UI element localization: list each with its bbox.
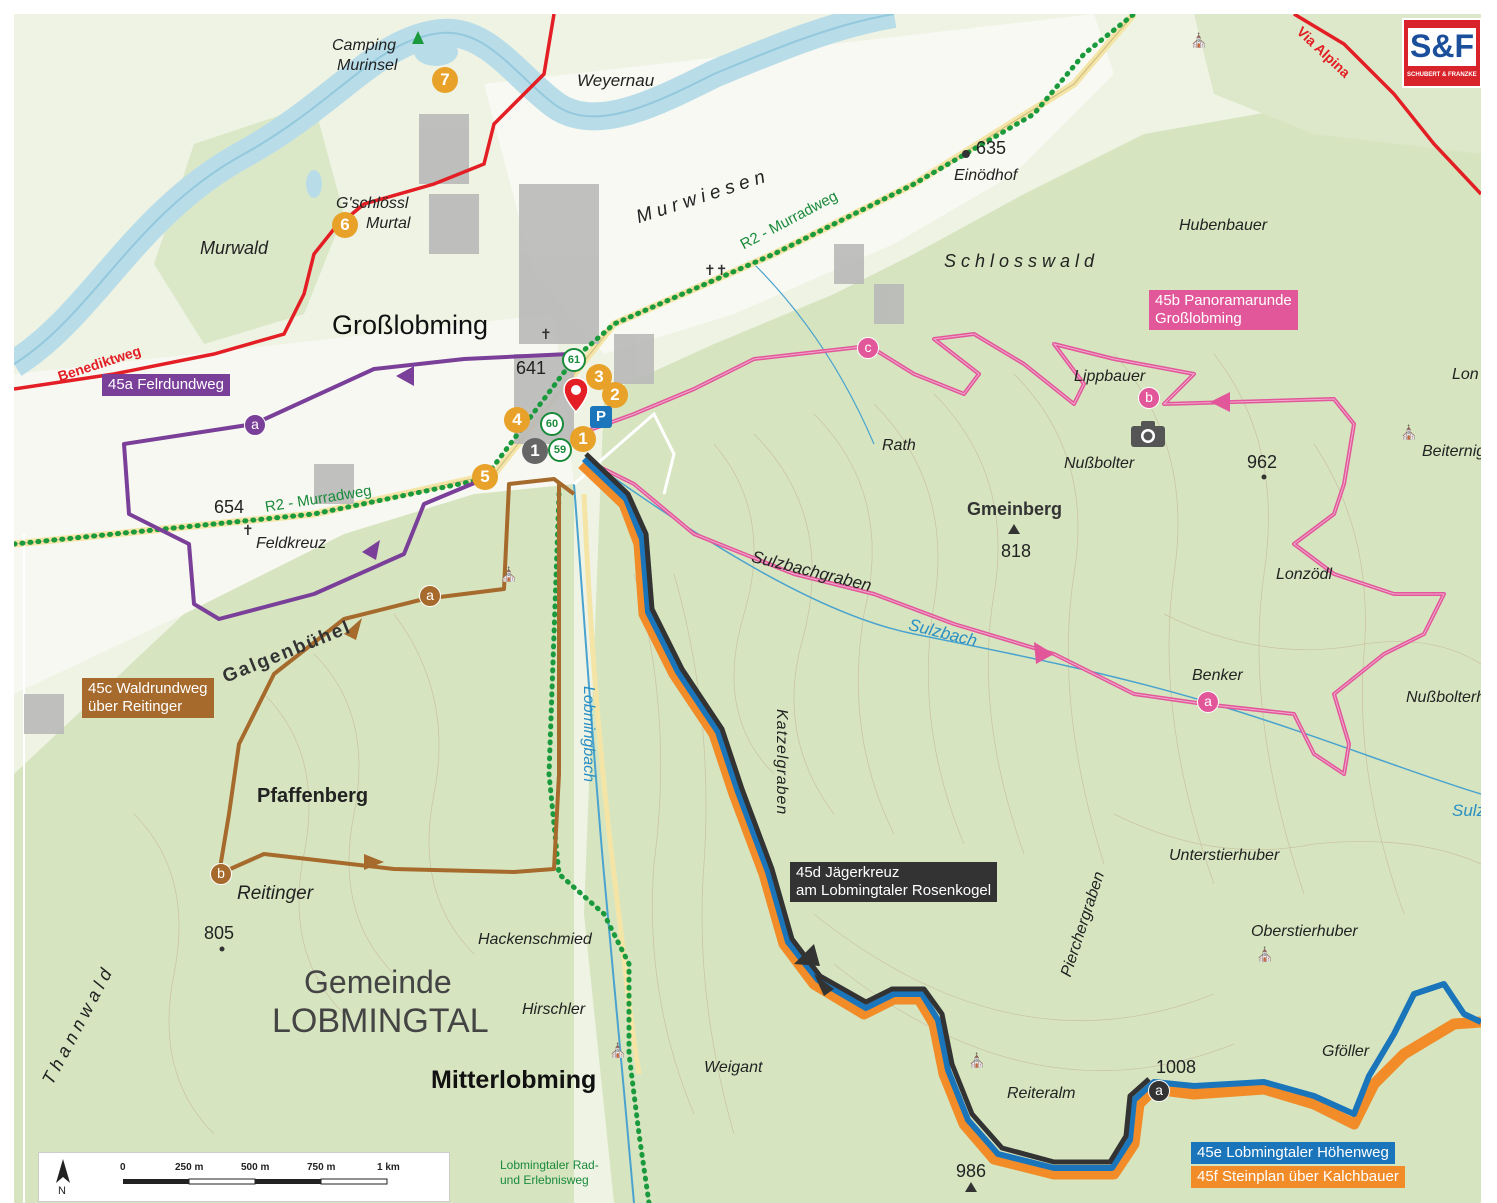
chapel-icon: ⛪ [500, 566, 518, 582]
poi-4[interactable]: 4 [504, 407, 530, 433]
north-arrow-label: N [58, 1185, 66, 1197]
chapel-icon-north: ⛪ [1190, 32, 1208, 48]
town-mitterlobming: Mitterlobming [431, 1066, 597, 1094]
logo-wordmark: SCHUBERT & FRANZKE [1407, 72, 1477, 78]
bus-stop-60[interactable]: 60 [540, 412, 564, 436]
scale-500m: 500 m [241, 1162, 270, 1173]
gmeinberg-label: Gmeinberg [967, 499, 1063, 519]
lobmingtal-label: LOBMINGTAL [272, 1002, 489, 1040]
elevation-805: 805 [204, 923, 235, 943]
route-45b-waypoint-c[interactable]: c [857, 337, 879, 359]
chapel-icon-beiternig: ⛪ [1400, 424, 1418, 440]
route-45c-waypoint-a[interactable]: a [419, 585, 441, 607]
rath-label: Rath [882, 437, 916, 454]
hackenschmied-label: Hackenschmied [478, 931, 592, 948]
einoedhof-label: Einödhof [954, 167, 1018, 184]
route-45b-waypoint-a[interactable]: a [1197, 691, 1219, 713]
elevation-818: 818 [1001, 541, 1032, 561]
poi-5[interactable]: 5 [472, 464, 498, 490]
schlosswald-label: S c h l o s s w a l d [944, 251, 1095, 271]
poi-2[interactable]: 2 [602, 382, 628, 408]
logo-mark: S&F [1410, 28, 1474, 64]
lobmingbach-label: Lobmingbach [580, 686, 597, 783]
lobmingtaler-rad-label: Lobmingtaler Rad- [500, 1158, 599, 1172]
route-45c-waypoint-b[interactable]: b [210, 863, 232, 885]
elevation-635: 635 [976, 138, 1007, 158]
route-45b-waypoint-b[interactable]: b [1138, 387, 1160, 409]
bus-stop-61[interactable]: 61 [562, 348, 586, 372]
location-pin-icon[interactable] [563, 377, 589, 413]
route-45a-label[interactable]: 45a Felrdundweg [102, 374, 230, 396]
scale-0: 0 [120, 1162, 126, 1173]
elevation-986: 986 [956, 1161, 987, 1181]
publisher-logo: S&F SCHUBERT & FRANZKE [1402, 18, 1481, 88]
gschloessl-label: G'schlössl [336, 195, 409, 212]
oberstierhuber-label: Oberstierhuber [1251, 923, 1358, 940]
topographic-map[interactable]: Großlobming Mitterlobming Gemeinde LOBMI… [14, 14, 1481, 1203]
lippbauer-label: Lippbauer [1074, 368, 1146, 385]
weigant-label: Weigant [704, 1059, 763, 1076]
poi-1[interactable]: 1 [570, 426, 596, 452]
reiteralm-label: Reiteralm [1007, 1085, 1076, 1102]
elevation-654: 654 [214, 497, 245, 517]
wayside-cross-icon: ✝ [242, 522, 254, 538]
chapel-icon-hirschler: ⛪ [609, 1042, 627, 1058]
poi-7[interactable]: 7 [432, 67, 458, 93]
chapel-icon-reiteralm: ⛪ [968, 1052, 986, 1068]
lonzoedl-label: Lonzödl [1276, 566, 1333, 583]
pfaffenberg-label: Pfaffenberg [257, 785, 369, 807]
chapel-icon-oberstierhuber: ⛪ [1256, 946, 1274, 962]
katzelgraben-label: Katzelgraben [773, 709, 790, 816]
scale-750m: 750 m [307, 1162, 336, 1173]
murinsel-label: Murinsel [337, 57, 398, 74]
murwald-label: Murwald [200, 238, 269, 258]
weyernau-label: Weyernau [577, 71, 655, 90]
church-icon: ✝ [540, 326, 552, 342]
elevation-1008: 1008 [1156, 1057, 1197, 1077]
feldkreuz-label: Feldkreuz [256, 535, 327, 552]
nussbolterh-label: Nußbolterh [1406, 689, 1481, 706]
benker-label: Benker [1192, 667, 1243, 684]
double-cross-icon: ✝✝ [704, 262, 728, 278]
reitinger-label: Reitinger [237, 883, 314, 904]
camping-label: Camping [332, 37, 397, 54]
town-grosslobming: Großlobming [332, 310, 489, 340]
parking-sign[interactable]: P [590, 406, 612, 428]
sulz-label: Sulz [1452, 801, 1481, 820]
beiternig-label: Beiternig [1422, 443, 1481, 460]
route-45f-label[interactable]: 45f Steinplan über Kalchbauer [1191, 1166, 1405, 1188]
hubenbauer-label: Hubenbauer [1179, 217, 1268, 234]
route-45a-waypoint-a[interactable]: a [244, 414, 266, 436]
elevation-641: 641 [516, 358, 547, 378]
unterstierhuber-label: Unterstierhuber [1169, 847, 1280, 864]
camera-icon [1131, 421, 1165, 447]
lon-label: Lon [1452, 366, 1479, 383]
erlebnisweg-label: und Erlebnisweg [500, 1173, 589, 1187]
scale-1km: 1 km [377, 1162, 400, 1173]
route-45e-label[interactable]: 45e Lobmingtaler Höhenweg [1191, 1142, 1395, 1164]
gemeinde-label: Gemeinde [304, 964, 452, 1000]
murtal-label: Murtal [366, 215, 411, 232]
elevation-962: 962 [1247, 452, 1278, 472]
poi-6[interactable]: 6 [332, 212, 358, 238]
bus-stop-59[interactable]: 59 [548, 438, 572, 462]
gfoeller-label: Gföller [1322, 1043, 1370, 1060]
hirschler-label: Hirschler [522, 1001, 586, 1018]
route-45e-waypoint-a[interactable]: a [1148, 1080, 1170, 1102]
start-point-1[interactable]: 1 [522, 438, 548, 464]
scale-bar: N 0 250 m 500 m 750 m 1 km [38, 1152, 450, 1202]
nussbolter-label: Nußbolter [1064, 455, 1135, 472]
scale-250m: 250 m [175, 1162, 204, 1173]
map-base-layer [14, 14, 1481, 1203]
